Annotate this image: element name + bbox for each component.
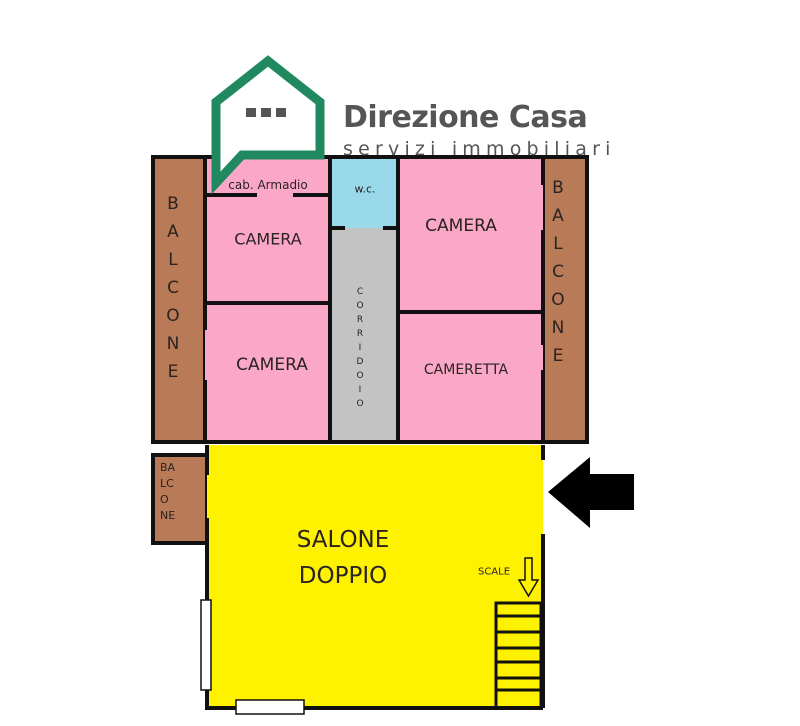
logo-dots-icon	[246, 108, 286, 117]
balcone-small-line: NE	[160, 509, 176, 522]
entrance-arrow-icon	[548, 457, 634, 528]
salone-label-line2: DOPPIO	[298, 563, 388, 589]
walls	[153, 155, 587, 444]
wc-area	[330, 157, 398, 228]
cameretta-area	[398, 312, 543, 442]
salone-area	[207, 445, 543, 708]
camera-bottom-left-label: CAMERA	[236, 355, 308, 375]
balcone-left-label: BALCONE	[163, 194, 183, 390]
stairs-down-arrow-icon	[517, 557, 540, 598]
cab-armadio-label: cab. Armadio	[228, 178, 308, 192]
logo-subtitle: servizi immobiliari	[343, 138, 616, 160]
scale-label: SCALE	[477, 566, 511, 578]
balcone-small-line: LC	[160, 477, 174, 490]
balcone-small-line: O	[160, 493, 169, 506]
balcone-small-area	[151, 453, 209, 545]
logo-house-icon	[211, 55, 325, 195]
balcone-right-label: BALCONE	[548, 178, 568, 374]
cameretta-label: CAMERETTA	[423, 362, 509, 378]
wc-label: w.c.	[354, 182, 376, 196]
camera-top-right-label: CAMERA	[425, 216, 497, 236]
window-left	[200, 599, 212, 691]
stairs	[494, 601, 543, 710]
camera-top-right-area	[398, 157, 543, 312]
camera-bottom-left-area	[205, 303, 330, 442]
camera-top-left-label: CAMERA	[234, 229, 302, 249]
corridoio-label: CORRIDOIO	[355, 287, 365, 413]
window-bottom	[235, 699, 305, 715]
corridor-area	[330, 228, 398, 442]
logo-title: Direzione Casa	[343, 100, 588, 135]
balcone-small-label: BA LC O NE	[160, 460, 175, 524]
camera-top-left-area	[205, 195, 330, 303]
balcone-small-line: BA	[160, 461, 176, 474]
salone-label-line1: SALONE	[296, 527, 390, 553]
